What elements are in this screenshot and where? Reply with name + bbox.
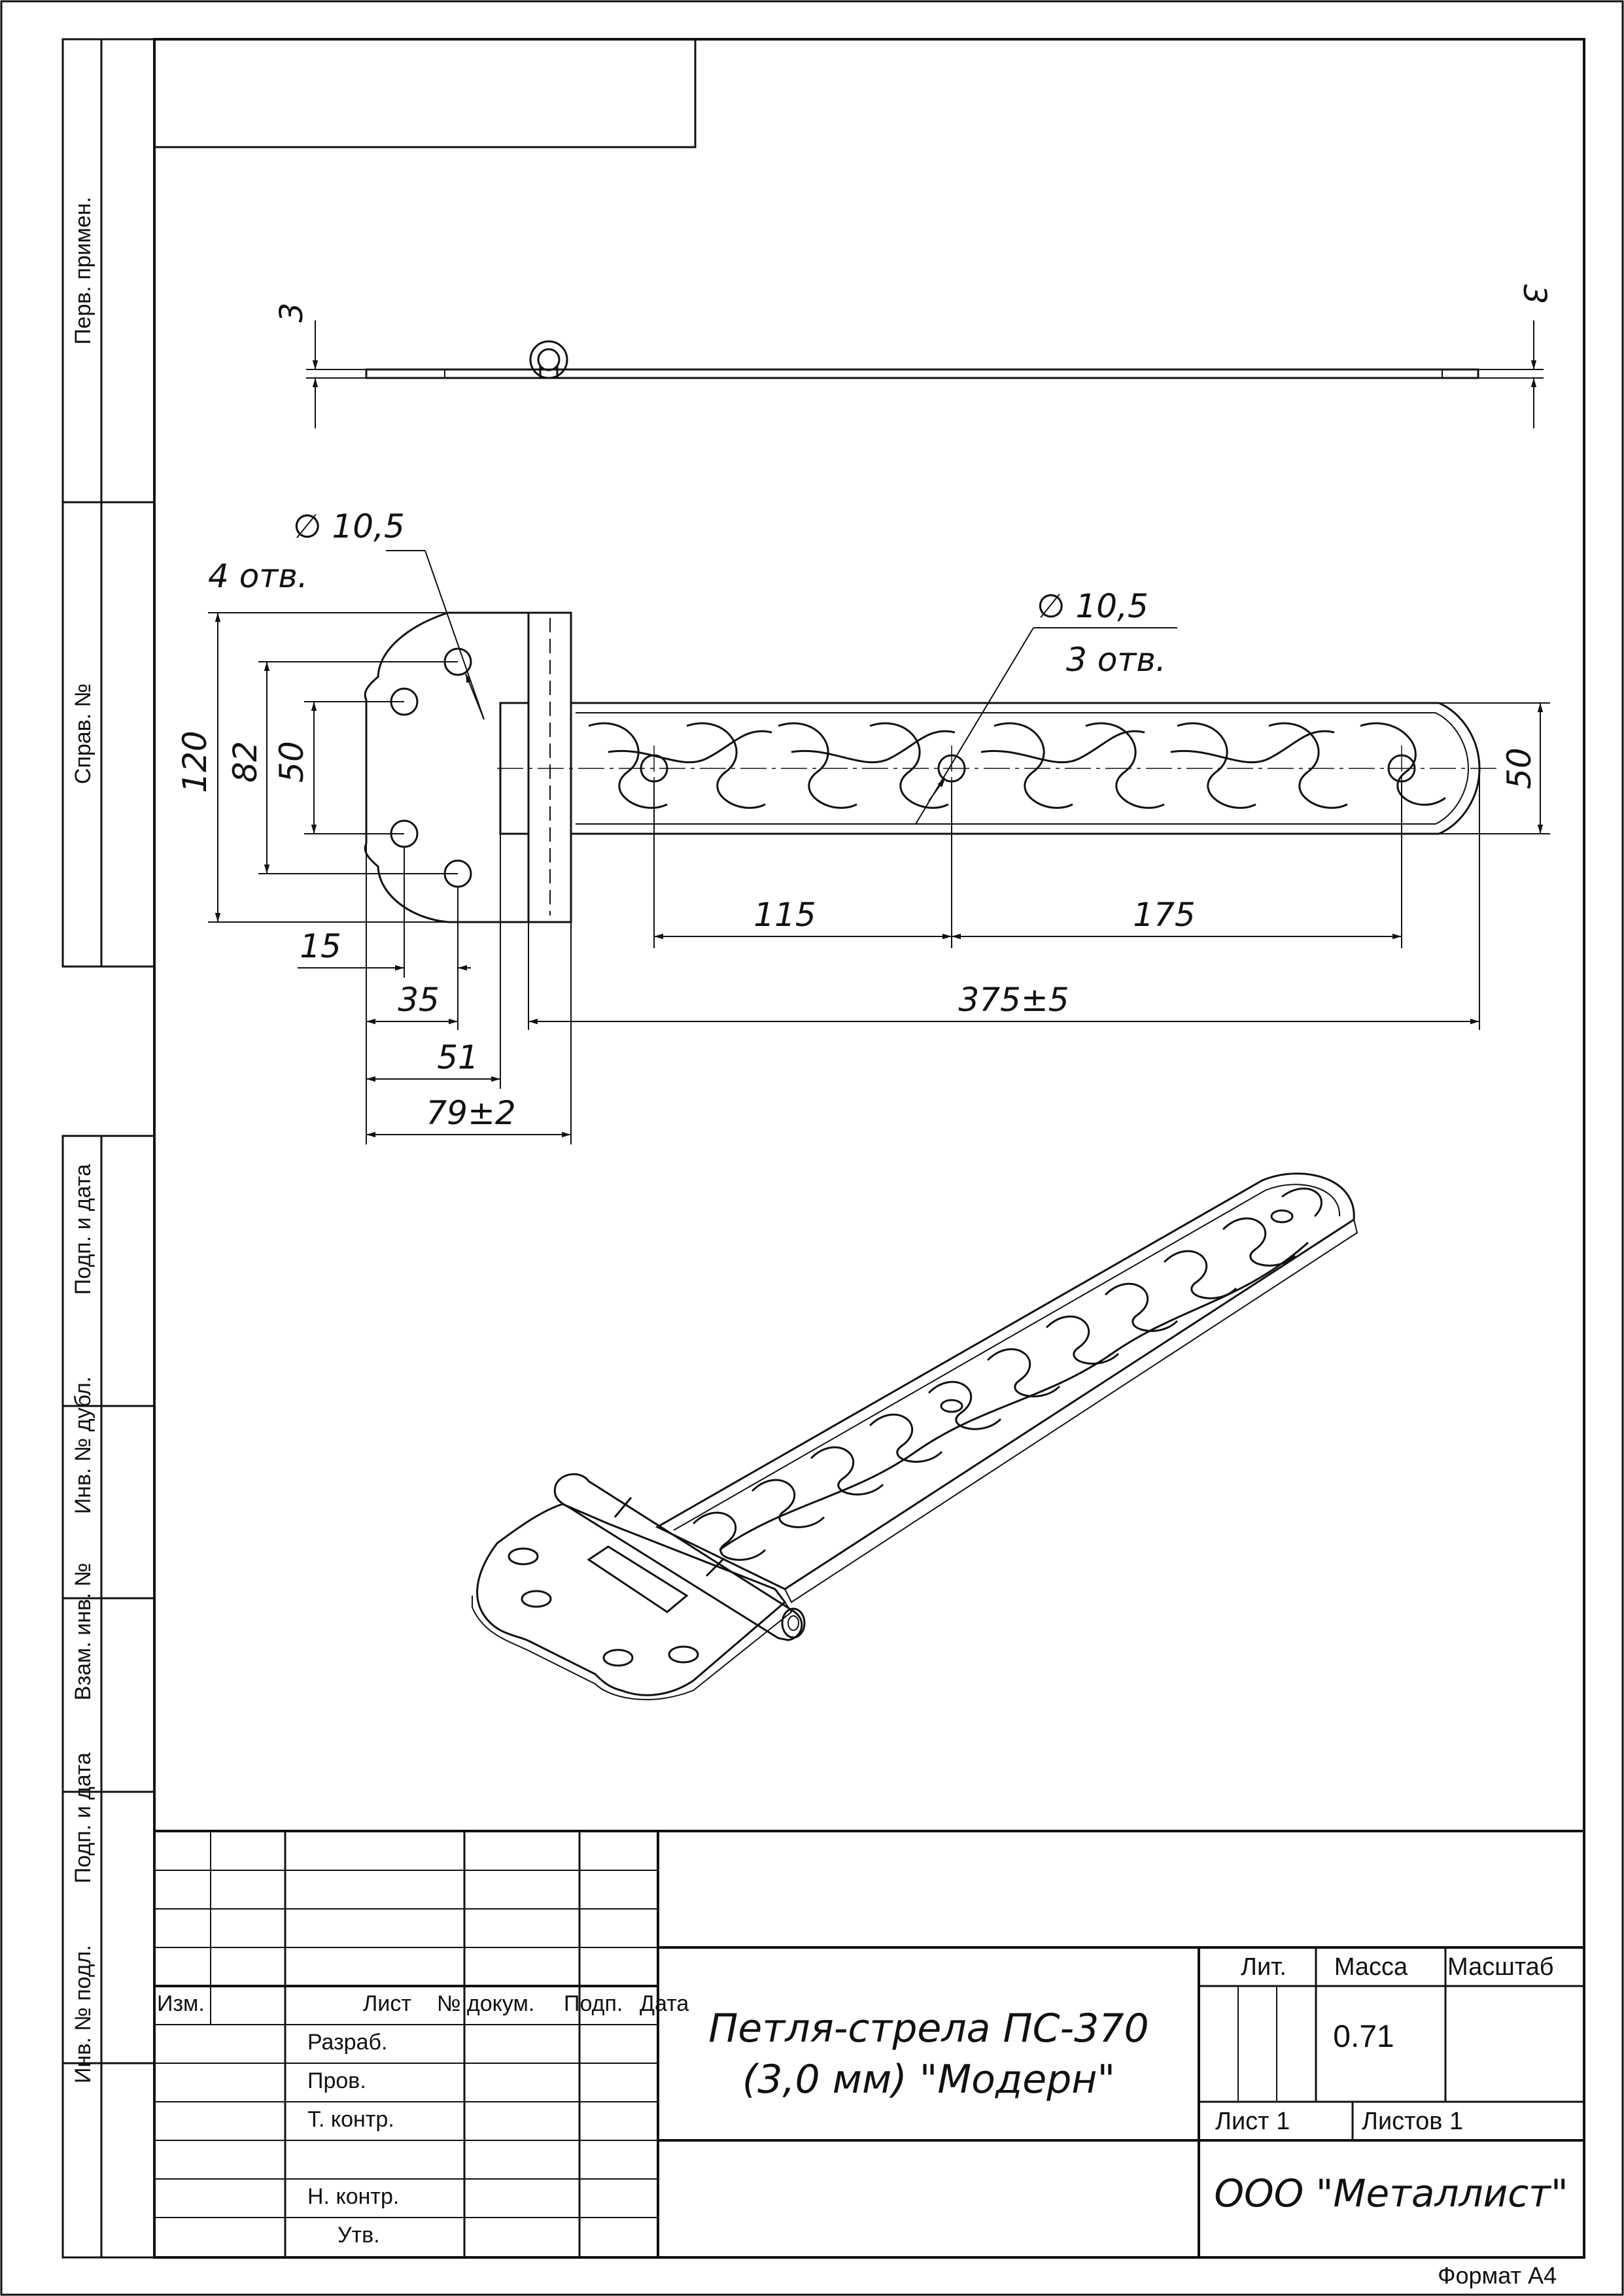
front-view-holes [390, 647, 1416, 888]
label-list: Лист 1 [1215, 2108, 1290, 2135]
label-listov: Листов 1 [1362, 2108, 1463, 2135]
top-view [306, 320, 1544, 428]
side-strip [61, 38, 156, 2259]
isometric-view [472, 1173, 1358, 1700]
dim-hole-dia-1: ∅ 10,5 [293, 507, 405, 545]
iso-flange-hole [521, 1590, 552, 1608]
side-label-vzam-inv: Взам. инв. № [71, 1563, 95, 1701]
side-label-podp-data-2: Подп. и дата [71, 1753, 95, 1883]
col-izm: Изм. [157, 1991, 205, 2016]
label-massa: Масса [1334, 1953, 1408, 1981]
front-view-dimensions [208, 550, 1550, 1144]
side-label-inv-podl: Инв. № подл. [71, 1945, 95, 2083]
row-t-kontr: Т. контр. [307, 2107, 394, 2132]
col-dokum: № докум. [437, 1991, 534, 2016]
dim-79: 79±2 [426, 1094, 515, 1132]
company-name: ООО "Металлист" [1214, 2171, 1568, 2216]
product-name-line1: Петля-стрела ПС-370 [708, 2006, 1149, 2051]
row-utv: Утв. [337, 2223, 380, 2248]
dim-50-right: 50 [1500, 747, 1538, 789]
drawing-frame [153, 38, 1585, 2259]
title-block-name: Петля-стрела ПС-370 (3,0 мм) "Модерн" [708, 2006, 1149, 2102]
col-data: Дата [640, 1991, 689, 2016]
massa-value: 0.71 [1333, 2019, 1394, 2054]
title-block [154, 1830, 1584, 2257]
side-label-podp-data-1: Подп. и дата [71, 1164, 95, 1295]
row-razrab: Разраб. [307, 2030, 387, 2055]
dim-15: 15 [300, 927, 341, 965]
iso-flange-hole [508, 1547, 539, 1566]
iso-flange-hole [668, 1645, 699, 1664]
dim-82: 82 [226, 741, 264, 783]
dim-375: 375±5 [958, 981, 1069, 1019]
iso-knuckle [553, 1473, 803, 1641]
dim-35: 35 [398, 981, 440, 1019]
iso-strap [655, 1173, 1355, 1590]
dim-51: 51 [437, 1038, 479, 1076]
dim-holes-count-1: 4 отв. [208, 557, 308, 595]
iso-flange [476, 1503, 787, 1696]
front-view-dim-labels: ∅ 10,5 4 отв. ∅ 10,5 3 отв. 120 82 50 50… [176, 507, 1538, 1132]
side-label-inv-dubl: Инв. № дубл. [71, 1377, 95, 1515]
dim-hole-dia-2: ∅ 10,5 [1037, 587, 1149, 625]
designation-box [153, 38, 697, 148]
dim-175: 175 [1133, 896, 1195, 934]
dim-50-left: 50 [273, 741, 311, 783]
flange-plate [364, 611, 528, 923]
col-podp: Подп. [564, 1991, 623, 2016]
top-view-knuckle [529, 340, 568, 379]
label-masshtab: Масштаб [1447, 1953, 1554, 1981]
title-block-text: Изм. Лист № докум. Подп. Дата Разраб. Пр… [157, 1991, 689, 2248]
ornament-band [588, 722, 1446, 809]
dim-thickness-right: 3 [1516, 284, 1553, 305]
top-view-plate [365, 368, 1479, 379]
row-n-kontr: Н. контр. [307, 2184, 399, 2209]
col-list: Лист [363, 1991, 411, 2016]
iso-flange-hole [602, 1649, 634, 1667]
dim-holes-count-2: 3 отв. [1066, 641, 1166, 679]
iso-ornament [692, 1188, 1322, 1561]
side-labels: Перв. примен. Справ. № Подп. и дата Инв.… [71, 197, 95, 2083]
dim-thickness-left: 3 [273, 303, 310, 323]
side-label-perv-primen: Перв. примен. [71, 197, 95, 345]
front-view [364, 611, 1498, 923]
side-label-sprav: Справ. № [71, 683, 95, 784]
product-name-line2: (3,0 мм) "Модерн" [742, 2057, 1115, 2102]
dim-120: 120 [176, 730, 214, 793]
row-prov: Пров. [307, 2068, 366, 2093]
format-label: Формат А4 [1438, 2262, 1557, 2289]
dim-115: 115 [753, 896, 816, 934]
title-block-info: Лит. Масса Масштаб 0.71 Лист 1 Листов 1 [1215, 1953, 1554, 2135]
label-lit: Лит. [1241, 1953, 1287, 1981]
